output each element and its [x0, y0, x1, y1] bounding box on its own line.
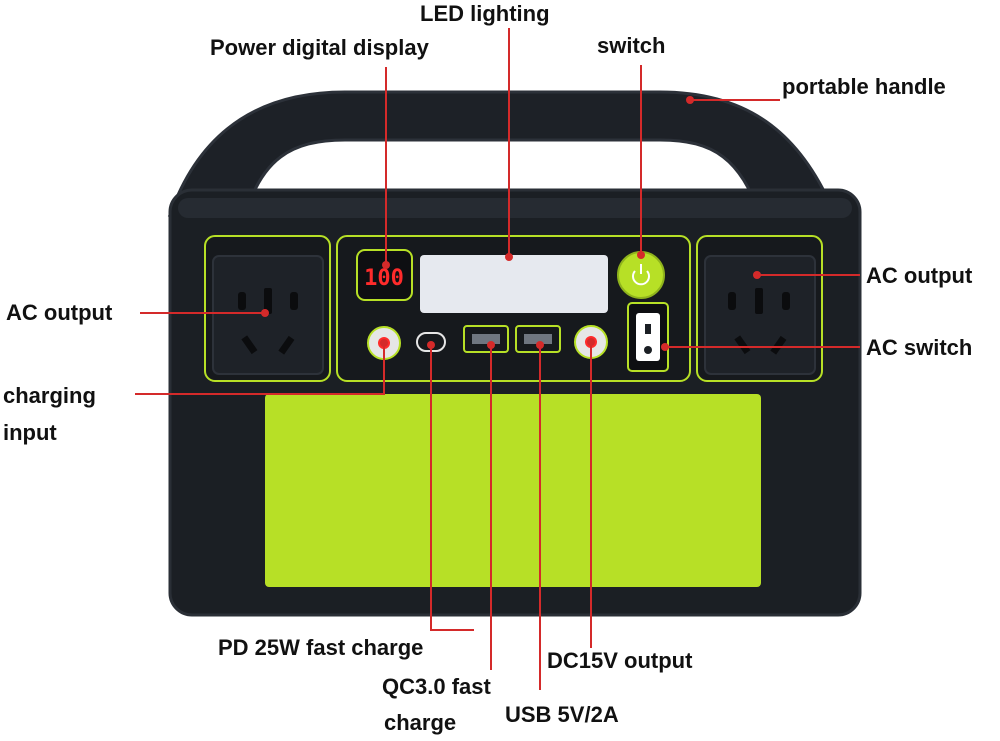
rocker-indicator — [645, 324, 651, 334]
label-charging-input-2: input — [3, 420, 57, 445]
ac-socket-icon — [728, 288, 790, 355]
front-panel — [265, 394, 761, 587]
label-qc-2: charge — [384, 710, 457, 735]
label-pd-fast-charge: PD 25W fast charge — [218, 635, 424, 660]
power-icon — [632, 264, 650, 286]
right-ac-socket-face — [704, 255, 816, 375]
label-ac-switch: AC switch — [866, 335, 973, 360]
label-usb: USB 5V/2A — [505, 702, 619, 727]
label-power-digital-display: Power digital display — [210, 35, 429, 60]
label-qc-1: QC3.0 fast — [382, 674, 491, 699]
label-portable-handle: portable handle — [782, 74, 946, 99]
leader-lines — [135, 28, 860, 690]
label-ac-output-left: AC output — [6, 300, 113, 325]
leader-dots — [261, 96, 761, 351]
usb-port-icon — [472, 334, 500, 344]
rocker-dot — [644, 346, 652, 354]
leader-charging — [135, 343, 385, 395]
label-charging-input-1: charging — [3, 383, 96, 408]
label-dc15v-output: DC15V output — [547, 648, 693, 673]
ac-socket-icon — [238, 288, 298, 355]
leader-pd — [430, 345, 474, 631]
led-light — [420, 255, 608, 313]
power-digital-display — [356, 249, 413, 301]
label-switch: switch — [597, 33, 666, 58]
label-ac-output-right: AC output — [866, 263, 973, 288]
usb-port-icon — [524, 334, 552, 344]
label-led-lighting: LED lighting — [420, 1, 550, 26]
body-highlight — [178, 198, 852, 218]
rocker-switch-icon — [636, 313, 660, 361]
display-readout: 100 — [364, 266, 404, 291]
